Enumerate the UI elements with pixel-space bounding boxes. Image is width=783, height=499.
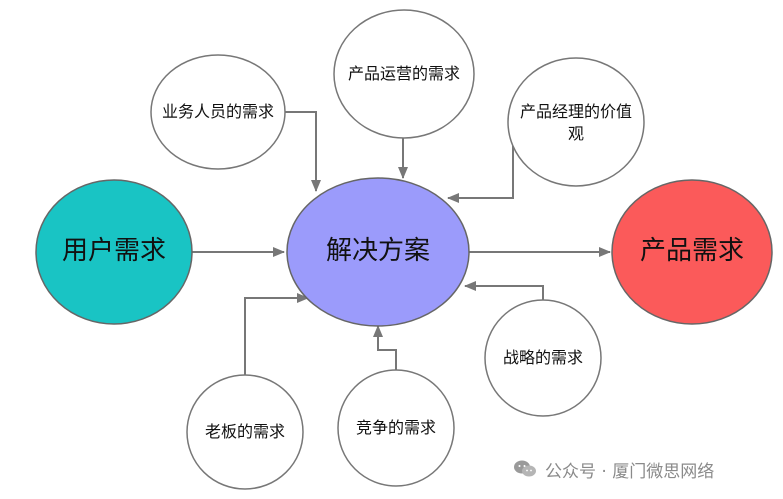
pm-values-node [507, 57, 645, 187]
product-ops-needs-label: 产品运营的需求 [347, 64, 460, 84]
user-needs-node [35, 179, 193, 325]
product-needs-label: 产品需求 [639, 236, 744, 267]
strategy-needs-label: 战略的需求 [502, 348, 583, 368]
strategy-needs-node [484, 299, 602, 417]
wechat-icon [514, 460, 536, 477]
boss-needs-label: 老板的需求 [204, 422, 285, 442]
product-needs-node [611, 179, 773, 325]
arrow-strategy-to-solution [464, 281, 544, 302]
business-staff-needs-node [150, 54, 286, 170]
user-needs-label: 用户需求 [61, 236, 166, 267]
business-staff-needs-label: 业务人员的需求 [161, 102, 274, 122]
arrow-business-to-solution [284, 111, 321, 192]
competition-needs-node [337, 369, 455, 487]
arrow-values-to-solution [447, 135, 514, 203]
solution-node [286, 177, 470, 327]
watermark-text: 公众号 · 厦门微思网络 [545, 461, 715, 482]
arrow-competition-to-solution [373, 325, 397, 375]
product-ops-needs-node [333, 9, 475, 139]
boss-needs-node [186, 374, 304, 490]
competition-needs-label: 竞争的需求 [355, 418, 436, 438]
solution-label: 解决方案 [325, 236, 430, 267]
watermark: 公众号 · 厦门微思网络 [513, 455, 773, 483]
arrow-boss-to-solution [244, 293, 309, 380]
pm-values-label: 产品经理的价值观 [519, 102, 632, 143]
